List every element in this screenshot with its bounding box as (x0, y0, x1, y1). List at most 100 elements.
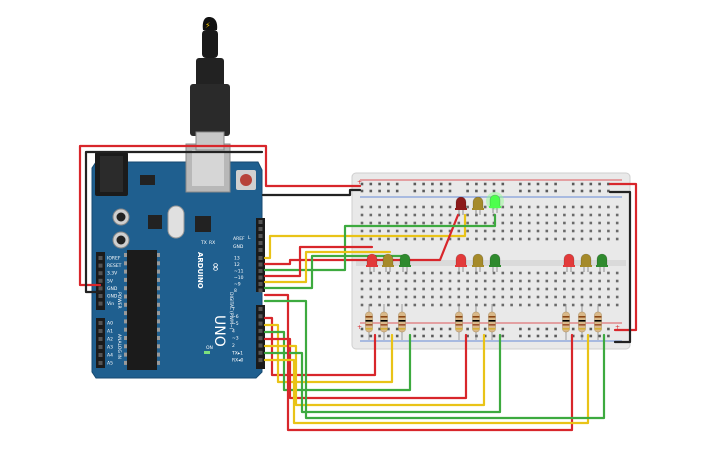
rail-hole[interactable] (395, 189, 399, 193)
terminal-hole[interactable] (413, 279, 417, 283)
wires[interactable] (78, 144, 638, 432)
terminal-hole[interactable] (527, 295, 531, 299)
terminal-hole[interactable] (554, 295, 557, 299)
rail-hole[interactable] (448, 334, 452, 338)
wire-pin3-red[interactable] (263, 333, 468, 400)
terminal-hole[interactable] (607, 205, 610, 209)
terminal-hole[interactable] (439, 279, 443, 283)
terminal-hole[interactable] (492, 279, 496, 283)
terminal-hole[interactable] (422, 303, 425, 307)
terminal-hole[interactable] (413, 213, 417, 217)
rail-hole[interactable] (422, 182, 425, 186)
terminal-hole[interactable] (607, 303, 610, 307)
terminal-hole[interactable] (439, 303, 443, 307)
wire-pin9-yellow[interactable] (263, 250, 392, 284)
terminal-hole[interactable] (483, 287, 487, 291)
terminal-hole[interactable] (387, 295, 390, 299)
power-pin[interactable] (98, 286, 103, 291)
rail-hole[interactable] (607, 334, 610, 338)
terminal-hole[interactable] (360, 279, 364, 283)
digital-pin[interactable] (258, 328, 263, 333)
terminal-hole[interactable] (360, 295, 364, 299)
terminal-hole[interactable] (571, 303, 575, 307)
terminal-hole[interactable] (589, 279, 593, 283)
terminal-hole[interactable] (387, 287, 390, 291)
terminal-hole[interactable] (475, 279, 478, 283)
terminal-hole[interactable] (483, 303, 487, 307)
terminal-hole[interactable] (395, 229, 399, 233)
terminal-hole[interactable] (492, 229, 496, 233)
resistor[interactable] (562, 304, 570, 340)
terminal-hole[interactable] (378, 271, 381, 275)
rail-hole[interactable] (598, 334, 601, 338)
rail-hole[interactable] (387, 182, 390, 186)
terminal-hole[interactable] (571, 213, 575, 217)
terminal-hole[interactable] (545, 279, 549, 283)
analog-pin[interactable] (98, 321, 103, 325)
terminal-hole[interactable] (422, 213, 425, 217)
terminal-hole[interactable] (589, 303, 593, 307)
terminal-hole[interactable] (554, 303, 557, 307)
terminal-hole[interactable] (448, 303, 452, 307)
rail-hole[interactable] (607, 182, 610, 186)
terminal-hole[interactable] (395, 221, 399, 225)
terminal-hole[interactable] (404, 205, 408, 209)
rail-hole[interactable] (527, 334, 531, 338)
rail-hole[interactable] (369, 334, 373, 338)
terminal-hole[interactable] (536, 303, 540, 307)
terminal-hole[interactable] (413, 221, 417, 225)
rail-hole[interactable] (448, 189, 452, 193)
terminal-hole[interactable] (431, 237, 434, 241)
digital-pin[interactable] (258, 343, 263, 348)
terminal-hole[interactable] (501, 295, 505, 299)
rail-hole[interactable] (466, 182, 469, 186)
terminal-hole[interactable] (483, 213, 487, 217)
rail-hole[interactable] (413, 182, 417, 186)
terminal-hole[interactable] (589, 295, 593, 299)
rail-hole[interactable] (536, 327, 540, 331)
terminal-hole[interactable] (387, 271, 390, 275)
terminal-hole[interactable] (554, 221, 557, 225)
terminal-hole[interactable] (519, 205, 522, 209)
power-pin[interactable] (98, 294, 103, 298)
terminal-hole[interactable] (536, 205, 540, 209)
terminal-hole[interactable] (519, 287, 522, 291)
breadboard-holes[interactable] (360, 182, 619, 338)
terminal-hole[interactable] (475, 303, 478, 307)
rail-hole[interactable] (378, 327, 381, 331)
terminal-hole[interactable] (536, 229, 540, 233)
rail-hole[interactable] (545, 327, 549, 331)
rail-hole[interactable] (554, 182, 557, 186)
terminal-hole[interactable] (448, 213, 452, 217)
rail-hole[interactable] (387, 327, 390, 331)
rail-hole[interactable] (387, 334, 390, 338)
terminal-hole[interactable] (527, 303, 531, 307)
terminal-hole[interactable] (615, 229, 619, 233)
terminal-hole[interactable] (466, 221, 469, 225)
digital-pin[interactable] (258, 248, 263, 252)
terminal-hole[interactable] (457, 229, 461, 233)
terminal-hole[interactable] (413, 237, 417, 241)
terminal-hole[interactable] (466, 287, 469, 291)
terminal-hole[interactable] (378, 205, 381, 209)
wire-pin11-green[interactable] (263, 213, 497, 272)
analog-pin[interactable] (98, 337, 103, 341)
rail-hole[interactable] (466, 189, 469, 193)
terminal-hole[interactable] (422, 271, 425, 275)
terminal-hole[interactable] (413, 205, 417, 209)
rail-hole[interactable] (448, 327, 452, 331)
terminal-hole[interactable] (422, 237, 425, 241)
terminal-hole[interactable] (589, 271, 593, 275)
rail-hole[interactable] (475, 182, 478, 186)
terminal-hole[interactable] (501, 303, 505, 307)
terminal-hole[interactable] (413, 303, 417, 307)
resistors[interactable] (365, 304, 602, 340)
terminal-hole[interactable] (554, 213, 557, 217)
terminal-hole[interactable] (589, 287, 593, 291)
led-green-3[interactable] (596, 253, 608, 272)
power-pin[interactable] (98, 256, 103, 260)
wire-pin12-red[interactable] (263, 213, 460, 266)
terminal-hole[interactable] (571, 287, 575, 291)
terminal-hole[interactable] (387, 221, 390, 225)
terminal-hole[interactable] (501, 213, 505, 217)
